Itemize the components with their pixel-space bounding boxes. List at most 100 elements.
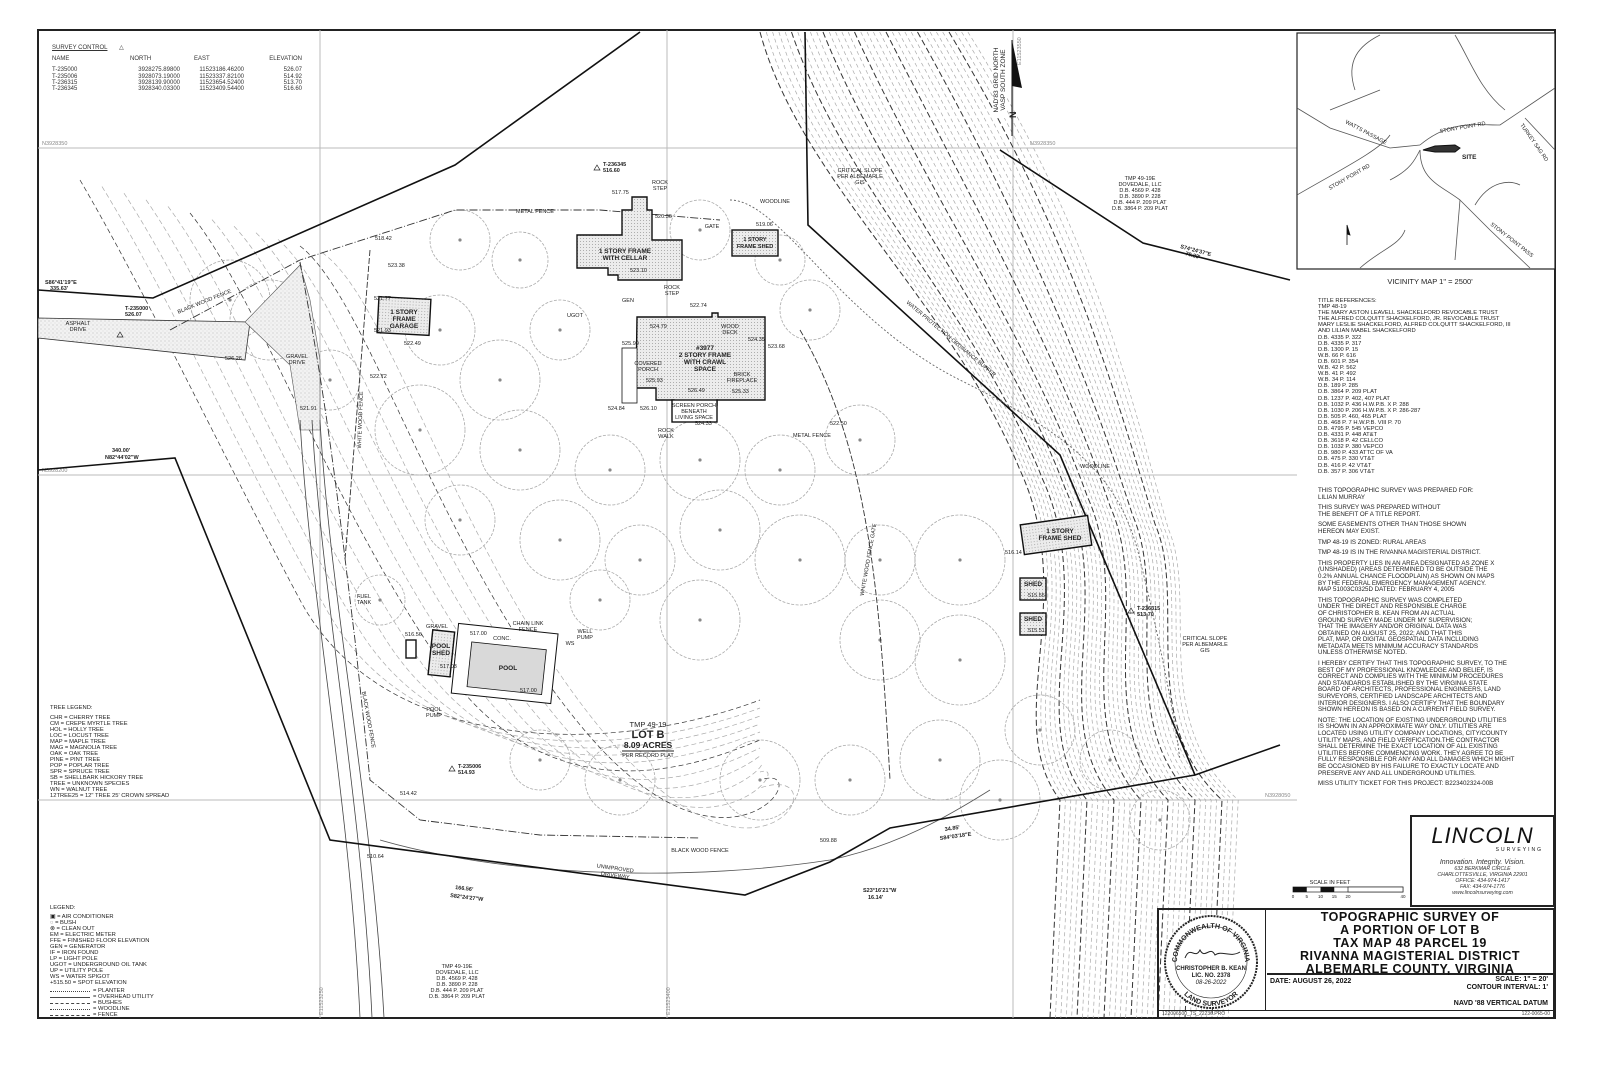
spot-elevation: 516.14 (1005, 550, 1022, 556)
contour-line (948, 31, 1223, 1019)
line-style-swatch (50, 1008, 90, 1010)
north-arrow-icon (1012, 40, 1022, 88)
gravel-drive (244, 264, 321, 431)
contour-line (145, 199, 761, 756)
tree-trunk (378, 598, 382, 602)
frame-shed-top (731, 229, 779, 257)
contour-line (772, 31, 1072, 1019)
control-point-label: 513.70 (1137, 612, 1154, 618)
tree-canopy (1004, 694, 1076, 766)
screen-porch-label: BENEATH (681, 409, 707, 415)
contour-line (860, 31, 1147, 1019)
drawing-scale: SCALE: 1" = 20' (1495, 976, 1548, 983)
tree-legend-item: CHR = CHERRY TREE (50, 715, 111, 721)
svg-text:D.B. 3890 P. 228: D.B. 3890 P. 228 (1119, 194, 1160, 200)
contour-line (967, 31, 1239, 1019)
cellar-label: WITH CELLAR (603, 255, 648, 262)
tree-canopy (669, 199, 731, 261)
spot-elevation: 517.03 (440, 664, 457, 670)
svg-text:40: 40 (1400, 894, 1406, 899)
spot-elevation: 522.49 (404, 341, 421, 347)
tree-trunk (598, 598, 602, 602)
note: THIS TOPOGRAPHIC SURVEY WAS PREPARED FOR… (1318, 487, 1514, 501)
contour-line (835, 31, 1126, 1019)
tree-canopy (509, 729, 571, 791)
contour-line (101, 186, 761, 742)
company-name: LINCOLN (1431, 823, 1534, 848)
asphalt-drive-label: ASPHALT (66, 321, 91, 327)
drawing-date: DATE: AUGUST 26, 2022 (1270, 978, 1352, 985)
company-office: OFFICE: 434-974-1417 (1455, 878, 1510, 884)
svg-text:DOVEDALE, LLC: DOVEDALE, LLC (1118, 182, 1161, 188)
contour-line (233, 225, 761, 789)
legend-item: EM = ELECTRIC METER (50, 932, 154, 938)
tree-legend-item: MAG = MAGNOLIA TREE (50, 745, 118, 751)
table-cell: 11523186.46200 (199, 67, 244, 74)
tree-trunk (938, 758, 942, 762)
contour-line (784, 31, 1082, 1019)
note-line: 0.2% ANNUAL CHANCE FLOODPLAIN) AS SHOWN … (1318, 572, 1495, 580)
tree-canopy (779, 279, 841, 341)
metal-fence-label: METAL FENCE (793, 433, 831, 439)
note: TMP 48-19 IS IN THE RIVANNA MAGISTERIAL … (1318, 550, 1514, 557)
garage (376, 295, 432, 337)
note-line: TMP 48-19 IS IN THE RIVANNA MAGISTERIAL … (1318, 549, 1481, 557)
note-line: FULLY RESPONSIBLE FOR ANY AND ALL DAMAGE… (1318, 756, 1515, 764)
asphalt-drive-label: DRIVE (70, 327, 87, 333)
rock-walk-label: WALK (658, 434, 674, 440)
grid-label: N3928200 (42, 468, 67, 474)
contour-line (923, 31, 1201, 1019)
table-cell: T-236315 (52, 79, 78, 86)
property-boundary (37, 31, 1291, 896)
header-elevation: ELEVATION (269, 56, 302, 63)
header-name: NAME (52, 56, 70, 63)
note-line: I HEREBY CERTIFY THAT THIS TOPOGRAPHIC S… (1318, 660, 1507, 668)
unimproved-driveway (299, 419, 385, 1019)
note-line: NOTE: THE LOCATION OF EXISTING UNDERGROU… (1318, 716, 1507, 724)
well-pump-label: WELL (578, 629, 593, 635)
critical-slope-label: PER ALBEMARLE (837, 174, 883, 180)
contour-line (929, 31, 1207, 1019)
note: MISS UTILITY TICKET FOR THIS PROJECT: B2… (1318, 781, 1514, 788)
legend-item-label: = CLEAN OUT (56, 926, 95, 932)
control-point-icon (448, 765, 456, 772)
tree-legend-item: SPR = SPRUCE TREE (50, 769, 110, 775)
unimproved-driveway-curve (379, 789, 991, 874)
contour-line (866, 31, 1153, 1019)
woodline-label: WOODLINE (760, 199, 790, 205)
white-wood-fence-label: WHITE WOOD FENCE (357, 391, 365, 449)
bearing-label: S84°03'18"E (939, 832, 972, 842)
company-logo-box: LINCOLN SURVEYING Innovation. Integrity.… (1410, 815, 1555, 907)
note-line: (UNSHADED) (AREAS DETERMINED TO BE OUTSI… (1318, 566, 1488, 574)
spot-elevation: 515.51 (1028, 628, 1045, 634)
grid-label: N3928350 (1030, 141, 1055, 147)
contour-line (841, 31, 1131, 1019)
shed-top-label: FRAME SHED (737, 244, 773, 250)
svg-text:LIC. NO. 2378: LIC. NO. 2378 (1192, 973, 1231, 979)
house-label: 2 STORY FRAME (679, 352, 732, 359)
house-label: SPACE (694, 366, 717, 373)
contour-line (778, 31, 1077, 1019)
spot-elevation: 523.68 (768, 344, 785, 350)
fireplace-label: FIREPLACE (727, 378, 758, 384)
bearing-label: 16.14' (868, 895, 884, 901)
svg-text:D.B. 3890 P. 228: D.B. 3890 P. 228 (436, 982, 477, 988)
unimproved-label: UNIMPROVED (596, 863, 634, 874)
tree-trunk (848, 778, 852, 782)
legend-line-label: = PLANTER (93, 988, 125, 994)
spot-elevation: 526.10 (640, 406, 657, 412)
contour-line (211, 219, 761, 780)
legend-item-label: EM = ELECTRIC METER (50, 932, 116, 938)
shed-1 (1019, 577, 1047, 601)
note-line: THAT THE IMAGERY AND/OR ORIGINAL DATA WA… (1318, 623, 1467, 631)
coordinate-grid (38, 30, 1297, 1018)
signature (1184, 948, 1241, 959)
table-cell: 11523337.82100 (199, 73, 244, 80)
critical-slope-label: CRITICAL SLOPE (838, 168, 883, 174)
bearing-label: S86°41'19"E (45, 280, 77, 286)
covered-porch-label: COVERED (634, 361, 661, 367)
note-line: PLAT, MAP, OR DIGITAL GEOSPATIAL DATA IN… (1318, 636, 1479, 644)
svg-text:PER RECORD PLAT: PER RECORD PLAT (622, 753, 674, 759)
contour-line (803, 31, 1099, 1019)
